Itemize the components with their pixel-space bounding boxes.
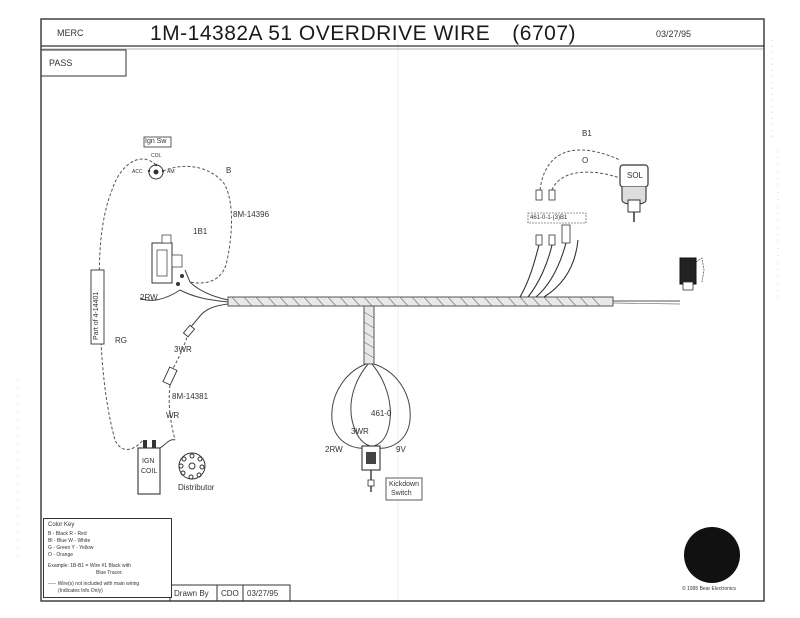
title-text: 1M-14382A 51 OVERDRIVE WIRE — [150, 22, 491, 45]
ignition-switch — [143, 136, 172, 180]
am-label: AM — [167, 169, 175, 175]
pass-box — [40, 49, 127, 77]
kickdown-switch — [361, 445, 381, 492]
footer-date: 03/27/95 — [247, 589, 279, 598]
kickdown-fan — [331, 363, 411, 449]
right-connector — [679, 257, 705, 291]
inline-connector — [162, 324, 196, 386]
header-date: 03/27/95 — [656, 29, 692, 39]
acc-label: ACC — [132, 169, 143, 175]
sol-label: SOL — [627, 171, 644, 180]
color-key-row: Bl - Blue W - White — [48, 538, 91, 544]
color-key-example: Example: 1B-B1 = Wire #1 Black with — [48, 563, 131, 569]
copyright: © 1995 Bear Electronics — [682, 586, 736, 592]
page-title: 1M-14382A 51 OVERDRIVE WIRE (6707) — [150, 22, 576, 46]
color-key-example-2: Blue Tracer. — [96, 570, 123, 576]
main-harness — [227, 296, 681, 365]
color-key-title: Color Key — [48, 522, 75, 528]
pass-label: PASS — [49, 58, 73, 68]
ign-sw-label: Ign Sw — [145, 138, 167, 145]
kickdown-label-1: Kickdown — [389, 481, 419, 488]
wire-b-label: B — [226, 166, 232, 175]
part-of-box — [90, 269, 105, 345]
color-key: Color Key B - Black R - Red Bl - Blue W … — [43, 518, 172, 598]
wire-3wr-left-label: 3WR — [174, 345, 192, 354]
wire-o-sol-label: O — [582, 156, 589, 165]
wire-b1-sol-label: B1 — [582, 129, 592, 138]
model-label: MERC — [57, 28, 84, 38]
wire-2rw-left-label: 2RW — [140, 293, 158, 302]
drawn-by-label: Drawn By — [174, 589, 209, 598]
wire-461-label: 461-0-1-(3)B1 — [530, 215, 568, 221]
wire-3wr-ks-label: 3WR — [351, 427, 369, 436]
w461-box — [527, 212, 587, 224]
color-key-row: G - Green Y - Yellow — [48, 545, 94, 551]
distributor-label: Distributor — [178, 483, 215, 492]
scan-noise — [17, 40, 779, 600]
ign-coil-label-2: COIL — [141, 468, 158, 475]
wire-rg-label: RG — [115, 336, 127, 345]
relay — [151, 234, 184, 286]
ignition-coil — [137, 439, 176, 495]
drawn-by-value: CDO — [221, 589, 239, 598]
wire-8m-14381-label: 8M-14381 — [172, 392, 209, 401]
distributor — [178, 452, 206, 480]
kickdown-label-box — [385, 477, 423, 501]
part-of-label: Part of 4-14401 — [93, 291, 100, 340]
kickdown-label-2: Switch — [391, 490, 412, 497]
color-key-note-2: (Indicates Info Only) — [58, 588, 103, 594]
solenoid — [619, 164, 649, 222]
sol-branch-wires — [519, 239, 579, 298]
hole-punch — [684, 527, 740, 583]
ign-coil-label-1: IGN — [142, 458, 155, 465]
color-key-row: O - Orange — [48, 552, 74, 558]
wire-461-lower-label: 461-0 — [371, 409, 392, 418]
left-breakouts — [139, 269, 229, 329]
wire-9v-label: 9V — [396, 445, 406, 454]
part-code: (6707) — [512, 22, 576, 45]
wire-1b1-label: 1B1 — [193, 227, 208, 236]
wire-2rw-ks-label: 2RW — [325, 445, 343, 454]
col-label: COL — [151, 153, 162, 159]
sheet-border — [40, 18, 765, 602]
wire-wr-label: WR — [166, 411, 180, 420]
color-key-note: ----- Wire(s) not included with main wir… — [48, 581, 140, 587]
color-key-row: B - Black R - Red — [48, 531, 87, 537]
wire-8m-14396-label: 8M-14396 — [233, 210, 270, 219]
